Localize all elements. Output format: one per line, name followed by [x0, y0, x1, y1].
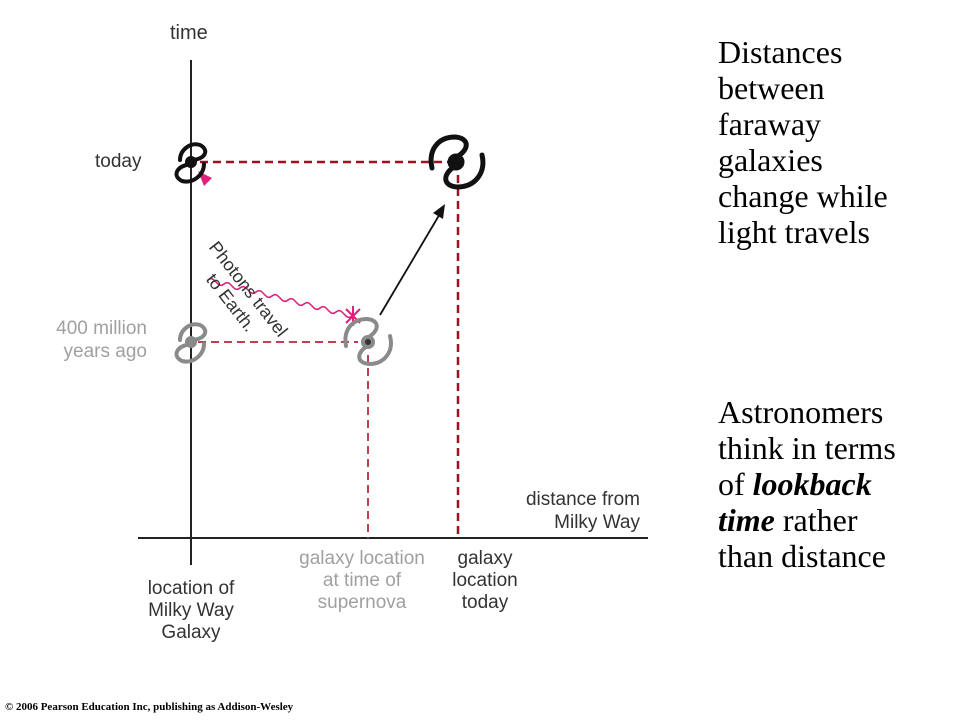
side2-line4-post: rather — [774, 502, 858, 538]
galaxy-motion-arrow — [379, 211, 442, 316]
side2-line3-pre: of — [718, 466, 753, 502]
today-label: today — [95, 151, 142, 172]
today-location-line3: today — [461, 592, 509, 613]
milky-way-location-line2: Milky Way — [148, 600, 234, 621]
supernova-location-line3: supernova — [317, 592, 407, 613]
distance-axis-label: distance from Milky Way — [500, 488, 640, 534]
milky-way-location-line3: Galaxy — [161, 622, 221, 643]
side1-line: change while — [718, 178, 888, 214]
today-location-line1: galaxy — [457, 548, 513, 569]
distant-galaxy-past — [343, 316, 393, 367]
supernova-location-label: galaxy location at time of supernova — [282, 548, 442, 614]
milky-way-location-line1: location of — [147, 578, 235, 599]
side1-line: galaxies — [718, 142, 823, 178]
galaxy-motion-arrowhead — [433, 204, 445, 219]
past-time-label-line1: 400 million — [56, 318, 147, 339]
time-axis-label: time — [170, 22, 208, 44]
time-emphasis: time — [718, 502, 775, 538]
milky-way-location-label: location of Milky Way Galaxy — [126, 578, 256, 644]
distant-galaxy-today — [428, 134, 486, 190]
milky-way-galaxy-today — [174, 142, 208, 184]
photon-wave — [207, 277, 353, 319]
milky-way-galaxy-past — [174, 322, 208, 364]
side1-line: light travels — [718, 214, 870, 250]
distance-axis-label-line1: distance from — [525, 489, 640, 510]
side2-line5: than distance — [718, 538, 886, 574]
side2-line2: think in terms — [718, 430, 896, 466]
past-time-label: 400 million years ago — [47, 317, 147, 363]
copyright-notice: © 2006 Pearson Education Inc, publishing… — [5, 701, 294, 713]
side2-line3: of lookback — [718, 466, 948, 502]
lookback-emphasis: lookback — [752, 466, 872, 502]
today-location-line2: location — [452, 570, 518, 591]
past-time-label-line2: years ago — [63, 341, 147, 362]
side2-line1: Astronomers — [718, 394, 884, 430]
side1-line: between — [718, 70, 825, 106]
side1-line: faraway — [718, 106, 822, 142]
supernova-location-line2: at time of — [322, 570, 402, 591]
distance-axis-label-line2: Milky Way — [554, 512, 640, 533]
side2-line4: time rather — [718, 502, 948, 538]
side-text-lookback: Astronomers think in terms of lookback t… — [718, 394, 948, 574]
supernova-location-line1: galaxy location — [299, 548, 425, 569]
today-location-label: galaxy location today — [430, 548, 540, 614]
side1-line: Distances — [718, 34, 843, 70]
side-text-distances: Distances between faraway galaxies chang… — [718, 34, 938, 250]
